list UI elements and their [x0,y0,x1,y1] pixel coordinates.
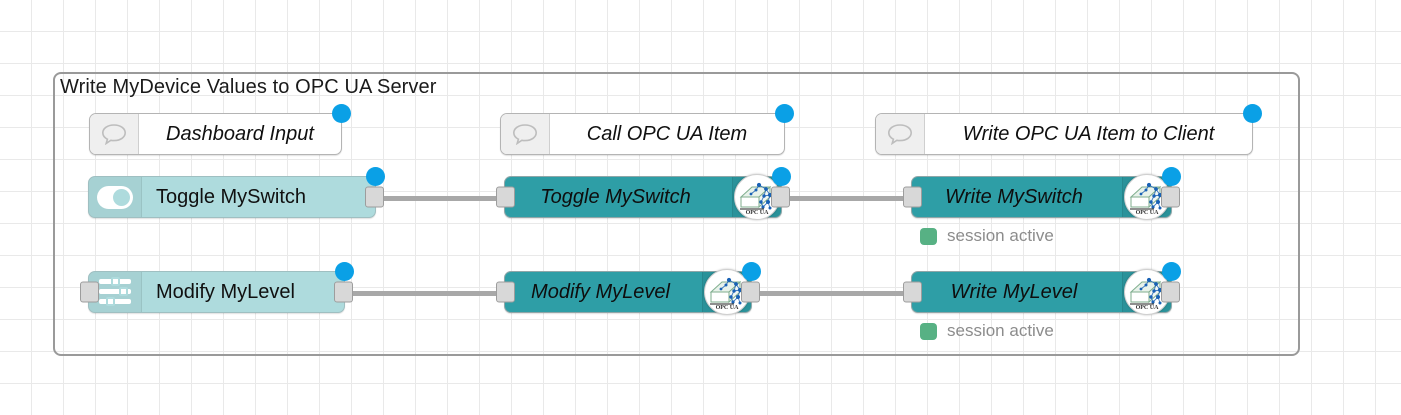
status-indicator-dot [920,227,937,245]
node-output-port[interactable] [771,186,790,208]
node-label: Toggle MySwitch [156,185,307,208]
svg-text:OPC UA: OPC UA [746,210,769,216]
node-group-label: Write MyDevice Values to OPC UA Server [60,76,437,98]
selection-dot[interactable] [1162,167,1181,186]
node-label: Modify MyLevel [531,280,670,303]
status-write-mylevel: session active [920,321,1054,341]
status-text: session active [947,226,1054,245]
node-output-port[interactable] [741,281,760,303]
selection-dot[interactable] [332,104,351,123]
svg-text:OPC UA: OPC UA [716,305,739,311]
selection-dot[interactable] [335,262,354,281]
comment-node-label: Call OPC UA Item [586,122,748,145]
node-modify-mylevel-input[interactable]: Modify MyLevel [80,262,354,313]
svg-text:OPC UA: OPC UA [1136,305,1159,311]
comment-node-dashboard-input[interactable]: Dashboard Input [89,104,351,155]
wire-level-mid-to-out [752,291,912,296]
comment-node-label: Write OPC UA Item to Client [962,122,1215,145]
opcua-logo-icon: OPC UA [702,269,751,315]
node-modify-mylevel-opcua[interactable]: Modify MyLevel [496,262,761,315]
node-input-port[interactable] [496,281,515,303]
opcua-logo-icon: OPC UA [1122,174,1171,220]
comment-bubble-icon [90,114,139,154]
node-write-myswitch[interactable]: Write MySwitch [903,167,1181,220]
node-output-port[interactable] [1161,281,1180,303]
node-label: Write MySwitch [945,185,1083,208]
node-input-port[interactable] [903,281,922,303]
node-input-port[interactable] [80,281,99,303]
node-toggle-myswitch-input[interactable]: Toggle MySwitch [88,167,385,218]
comment-bubble-icon [876,114,925,154]
selection-dot[interactable] [1162,262,1181,281]
node-input-port[interactable] [496,186,515,208]
status-indicator-dot [920,322,937,340]
selection-dot[interactable] [366,167,385,186]
node-toggle-myswitch-opcua[interactable]: Toggle MySwitch [496,167,791,220]
selection-dot[interactable] [742,262,761,281]
node-label: Toggle MySwitch [540,185,691,208]
svg-text:OPC UA: OPC UA [1136,210,1159,216]
opcua-logo-icon: OPC UA [732,174,781,220]
comment-bubble-icon [501,114,550,154]
node-output-port[interactable] [1161,186,1180,208]
wire-toggle-in-to-mid [376,196,504,201]
node-label: Modify MyLevel [156,280,295,303]
node-output-port[interactable] [334,281,353,303]
wire-level-in-to-mid [345,291,505,296]
toggle-switch-icon [89,177,142,217]
node-write-mylevel[interactable]: Write MyLevel [903,262,1181,315]
selection-dot[interactable] [772,167,791,186]
wire-toggle-mid-to-out [782,196,912,201]
node-group-container[interactable] [53,72,1300,356]
comment-node-label: Dashboard Input [166,122,314,145]
node-label: Write MyLevel [950,280,1078,303]
selection-dot[interactable] [775,104,794,123]
comment-node-write-opc-ua-item-to-client[interactable]: Write OPC UA Item to Client [875,104,1262,155]
selection-dot[interactable] [1243,104,1262,123]
node-output-port[interactable] [365,186,384,208]
status-write-myswitch: session active [920,226,1054,246]
status-text: session active [947,321,1054,340]
comment-node-call-opc-ua-item[interactable]: Call OPC UA Item [500,104,794,155]
node-input-port[interactable] [903,186,922,208]
